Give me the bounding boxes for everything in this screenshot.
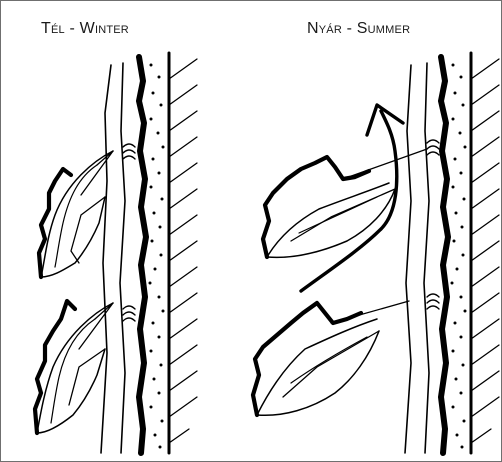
summer-airflow-arrow: [301, 111, 397, 291]
winter-render-dots: [149, 64, 165, 449]
winter-lower-leaf-outline: [37, 303, 113, 433]
summer-panel: [253, 53, 499, 453]
winter-panel: [35, 53, 197, 453]
summer-stem-bark: [441, 57, 448, 453]
summer-render-dots: [451, 64, 467, 449]
summer-climbing-stem: [405, 63, 429, 453]
summer-upper-leaf-outline: [267, 183, 395, 257]
summer-aerial-roots: [427, 140, 439, 309]
winter-aerial-roots: [123, 144, 135, 321]
winter-upper-leaf-outline: [41, 151, 113, 277]
winter-wall-hatching: [169, 59, 197, 443]
summer-wall-hatching: [471, 59, 499, 443]
winter-stem-bark: [139, 57, 146, 453]
summer-lower-leaf-edge: [253, 303, 361, 415]
winter-climbing-stem: [101, 63, 125, 453]
